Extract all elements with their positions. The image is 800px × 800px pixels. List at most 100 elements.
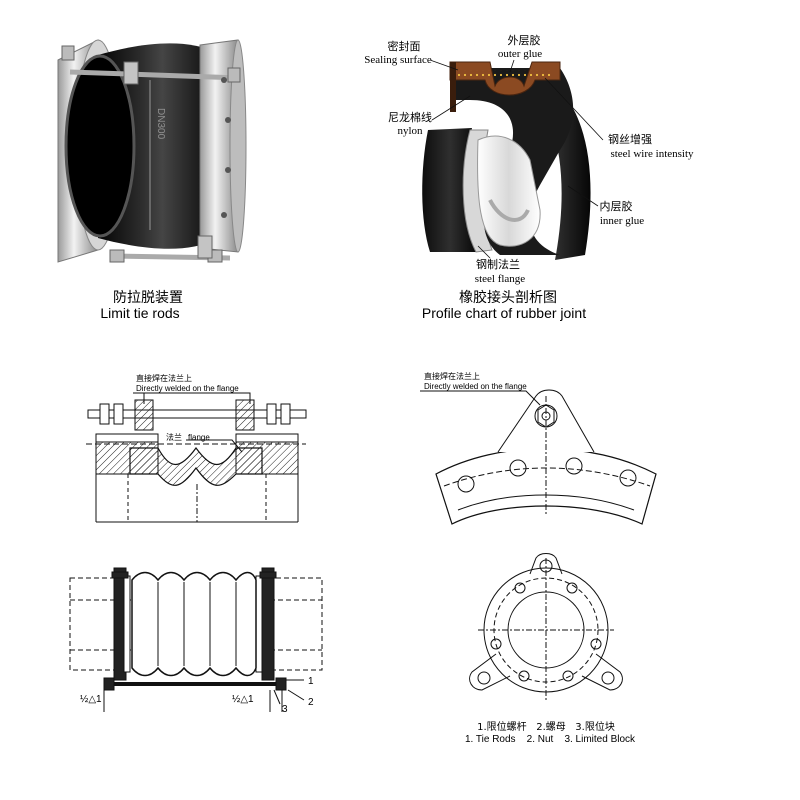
bellows-drawing xyxy=(69,567,323,712)
flange-bolt-hole xyxy=(518,670,530,682)
flange-bolt-hole xyxy=(514,582,526,594)
profile-inner-shade xyxy=(488,199,530,222)
bellows-nut xyxy=(275,677,287,691)
leader-wire xyxy=(544,77,604,141)
section-welded-en: Directly welded on the flange xyxy=(136,384,239,393)
flange-bolt-hole xyxy=(566,582,578,594)
section-limit-block-right xyxy=(235,399,255,431)
photo-bolt-hole xyxy=(221,77,227,83)
legend-en: 1. Tie Rods 2. Nut 3. Limited Block xyxy=(465,734,636,745)
plate-welded-en: Directly welded on the flange xyxy=(424,382,527,391)
photo-tie-rod-top xyxy=(69,69,241,81)
profile-caption-cn: 橡胶接头剖析图 xyxy=(459,289,557,306)
leader-inner xyxy=(567,185,599,207)
label-sealing-cn: 密封面 xyxy=(388,39,421,53)
photo-bore-rim xyxy=(64,54,136,238)
profile-right-flange xyxy=(520,70,591,260)
photo-rubber-joint: DN300 xyxy=(57,39,247,263)
leader-flange xyxy=(477,245,491,259)
profile-cutaway xyxy=(422,61,591,260)
profile-caption-en: Profile chart of rubber joint xyxy=(422,305,586,321)
bellows-flange-right xyxy=(261,567,275,681)
section-drawing xyxy=(86,392,307,523)
label-nylon-cn: 尼龙棉线 xyxy=(388,110,432,124)
photo-nut-1 xyxy=(61,45,75,61)
photo-bore-opening xyxy=(66,56,134,236)
bellows-pipe-right xyxy=(267,577,323,671)
section-flange-left-cap xyxy=(95,433,159,443)
flange-lug-hole xyxy=(477,671,491,685)
bellows-end-right xyxy=(255,575,263,673)
bellows-gap-right: ½△1 xyxy=(232,694,254,705)
photo-bolt-hole xyxy=(225,117,231,123)
bellows-num-1: 1 xyxy=(308,676,314,687)
section-nut xyxy=(266,403,277,425)
bellows-num-3: 3 xyxy=(282,704,288,715)
label-wire-cn: 钢丝增强 xyxy=(608,132,652,146)
plate-drawing xyxy=(420,389,657,525)
leader-flange-section xyxy=(186,439,243,453)
bellows-block xyxy=(259,571,277,579)
bellows-num-2: 2 xyxy=(308,697,314,708)
photo-right-flange-edge xyxy=(229,39,247,253)
section-tie-rod xyxy=(87,409,307,419)
label-outer-cn: 外层胶 xyxy=(508,33,541,47)
label-flange-cn: 钢制法兰 xyxy=(476,257,520,271)
section-flange-right-cap xyxy=(235,433,299,443)
flange-lug-left xyxy=(469,653,511,691)
flange-bolt-hole xyxy=(590,638,602,650)
flange-lug-hole xyxy=(601,671,615,685)
label-nylon-en: nylon xyxy=(397,125,423,137)
leader-sealing xyxy=(429,59,459,71)
leader-nylon xyxy=(431,95,471,121)
photo-limit-block-bottom xyxy=(197,235,213,259)
leader-2 xyxy=(287,689,305,701)
flange-lug-right xyxy=(581,653,623,691)
plate-bolt-hole xyxy=(509,459,527,477)
photo-nut-3 xyxy=(109,249,125,263)
plate-welded-cn: 直接焊在法兰上 xyxy=(424,371,480,381)
label-inner-en: inner glue xyxy=(600,215,644,227)
section-flange-en: flange xyxy=(188,433,210,442)
photo-caption-en: Limit tie rods xyxy=(100,305,179,321)
photo-nut-2 xyxy=(227,67,241,83)
plate-inner-arc xyxy=(457,494,635,511)
section-nut xyxy=(99,403,110,425)
bellows-end-left xyxy=(123,575,131,673)
plate-bolt-hole xyxy=(457,475,475,493)
section-welded-cn: 直接焊在法兰上 xyxy=(136,373,192,383)
section-nut xyxy=(113,403,124,425)
plate-bolt-hole xyxy=(619,469,637,487)
plate-bolt-hole xyxy=(565,457,583,475)
photo-stamp: DN300 xyxy=(155,108,166,140)
profile-inner-bore xyxy=(477,135,541,247)
photo-limit-block-top xyxy=(123,61,139,85)
label-wire-en: steel wire intensity xyxy=(610,148,694,160)
bellows-block xyxy=(111,571,129,579)
section-rubber-arch xyxy=(129,446,263,486)
label-inner-cn: 内层胶 xyxy=(600,199,633,213)
label-outer-en: outer glue xyxy=(498,48,542,60)
flange-bolt-hole xyxy=(562,670,574,682)
flange-lug-hole xyxy=(539,559,553,573)
profile-wire-dots xyxy=(452,70,552,76)
leader-plate-welded xyxy=(420,390,541,406)
leader-welded xyxy=(133,392,251,404)
bellows-convolutions xyxy=(131,571,257,677)
profile-sealing-lip xyxy=(450,62,456,112)
photo-bolt-hole xyxy=(221,212,227,218)
label-flange-en: steel flange xyxy=(475,273,526,285)
flange-lug-top xyxy=(529,553,563,575)
section-limit-block-left xyxy=(134,399,154,431)
leader-3 xyxy=(273,689,281,705)
label-sealing-en: Sealing surface xyxy=(364,54,432,66)
photo-caption-cn: 防拉脱装置 xyxy=(113,290,183,306)
profile-left-flange xyxy=(422,128,478,252)
flange-bolt-hole xyxy=(490,638,502,650)
legend-cn: 1.限位螺杆 2.螺母 3.限位块 xyxy=(477,720,615,733)
bellows-gap-left: ½△1 xyxy=(80,694,102,705)
section-nut xyxy=(280,403,291,425)
flange-front-view xyxy=(469,553,623,700)
section-flange-cn: 法兰 xyxy=(166,432,182,442)
